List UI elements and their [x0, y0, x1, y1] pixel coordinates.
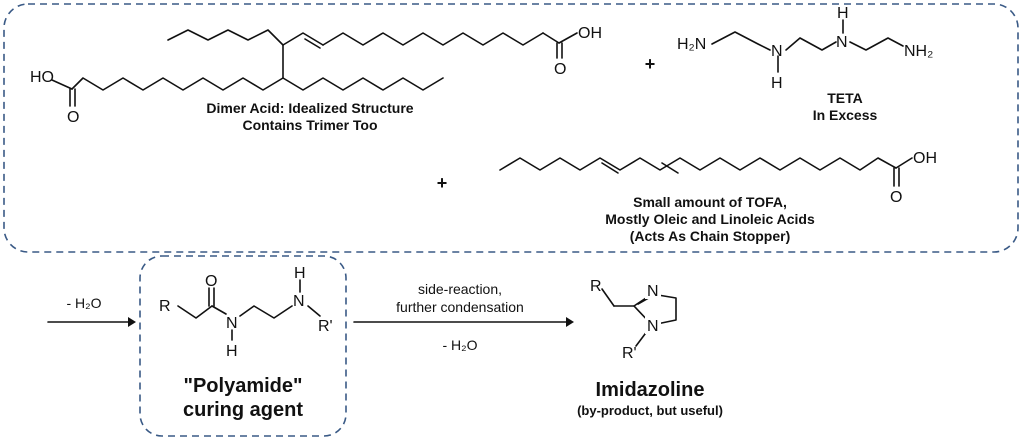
- arrow-1-label: - H₂O: [66, 295, 102, 311]
- teta-nh2-label: NH₂: [904, 43, 933, 60]
- imidazoline-structure: [601, 288, 677, 347]
- dimer-cooh-bond: [542, 32, 560, 44]
- polyamide-line2: curing agent: [182, 399, 303, 421]
- product-box: [139, 255, 347, 437]
- teta-n2-label: N: [836, 34, 848, 51]
- polyamide-r-ch2: [177, 305, 213, 319]
- teta-caption: TETA In Excess: [770, 90, 920, 124]
- imid-r-label: R: [590, 278, 602, 295]
- dimer-o-label: O: [554, 61, 566, 78]
- imid-r-bond: [601, 288, 615, 307]
- dimer-ho-bond: [51, 79, 73, 90]
- dimer-double-bond: [304, 38, 321, 49]
- polyamide-n1-label: N: [226, 315, 238, 332]
- imid-n1-label: N: [647, 283, 659, 300]
- polyamide-h2-label: H: [294, 265, 306, 282]
- teta-n1-label: N: [771, 43, 783, 60]
- tofa-line3: (Acts As Chain Stopper): [629, 228, 791, 244]
- teta-bond-1: [711, 31, 771, 51]
- imid-n1-mask: [645, 281, 661, 299]
- polyamide-line1: "Polyamide": [183, 375, 303, 397]
- arrow-2-top-label: side-reaction, further condensation: [354, 280, 566, 316]
- polyamide-c-n: [211, 305, 227, 315]
- dimer-acid-line1: Dimer Acid: Idealized Structure: [206, 100, 414, 116]
- tofa-chain: [499, 157, 897, 171]
- arrow-2-top-line2: further condensation: [396, 299, 524, 315]
- plus-sign-1: +: [644, 54, 656, 74]
- tofa-caption: Small amount of TOFA, Mostly Oleic and L…: [560, 194, 860, 245]
- tofa-c-oh-bond: [895, 157, 913, 169]
- teta-bond-3: [849, 37, 904, 51]
- imidazoline-subtitle: (by-product, but useful): [577, 403, 723, 418]
- reactants-box: [3, 3, 1019, 253]
- teta-structure: [711, 19, 904, 73]
- tofa-line2: Mostly Oleic and Linoleic Acids: [605, 211, 815, 227]
- dimer-lower-o-label: O: [67, 109, 79, 126]
- tofa-oh-label: OH: [913, 150, 937, 167]
- imid-n2-mask: [645, 316, 661, 334]
- teta-h2-label: H: [837, 5, 849, 22]
- arrow-2-top-line1: side-reaction,: [417, 281, 503, 297]
- teta-h1-label: H: [771, 75, 783, 92]
- polyamide-n2-label: N: [293, 293, 305, 310]
- imid-n2-label: N: [647, 318, 659, 335]
- dimer-acid-caption: Dimer Acid: Idealized Structure Contains…: [175, 100, 445, 134]
- dimer-lower-alkyl-chain: [282, 77, 444, 91]
- imidazoline-title: Imidazoline: [595, 379, 705, 401]
- polyamide-r-label: R: [159, 298, 171, 315]
- arrow-1: [47, 317, 136, 327]
- polyamide-caption: "Polyamide" curing agent: [140, 374, 346, 422]
- polyamide-linker: [239, 305, 293, 319]
- arrow-2-bottom-label: - H₂O: [442, 337, 478, 353]
- polyamide-structure: [177, 279, 321, 341]
- plus-sign-2: +: [436, 173, 448, 193]
- polyamide-h1-label: H: [226, 343, 238, 360]
- polyamide-n-rprime: [307, 305, 321, 317]
- tofa-structure: [499, 157, 913, 187]
- tofa-double-bond-2: [661, 162, 679, 174]
- tofa-o-label: O: [890, 189, 902, 206]
- arrow-2: [353, 317, 574, 327]
- arrow-2-head: [566, 317, 574, 327]
- tofa-line1: Small amount of TOFA,: [633, 194, 787, 210]
- tofa-double-bond-1: [601, 162, 619, 174]
- arrow-1-head: [128, 317, 136, 327]
- polyamide-rprime-label: R': [318, 318, 333, 335]
- dimer-acid-line2: Contains Trimer Too: [242, 117, 378, 133]
- dimer-chain-to-alkene: [282, 32, 324, 46]
- dimer-upper-acid-chain: [322, 32, 544, 46]
- dimer-acid-structure: [51, 29, 578, 107]
- teta-line1: TETA: [827, 90, 863, 106]
- imid-rprime-label: R': [622, 345, 637, 362]
- teta-bond-2: [785, 37, 837, 51]
- dimer-lower-acid-chain: [71, 77, 284, 91]
- polyamide-o-label: O: [205, 273, 217, 290]
- dimer-ho-label: HO: [30, 69, 54, 86]
- dimer-oh-label: OH: [578, 25, 602, 42]
- teta-line2: In Excess: [812, 107, 878, 123]
- teta-h2n-label: H₂N: [677, 36, 706, 53]
- dimer-upper-alkyl-chain: [167, 29, 284, 46]
- dimer-c-oh-bond: [558, 32, 578, 44]
